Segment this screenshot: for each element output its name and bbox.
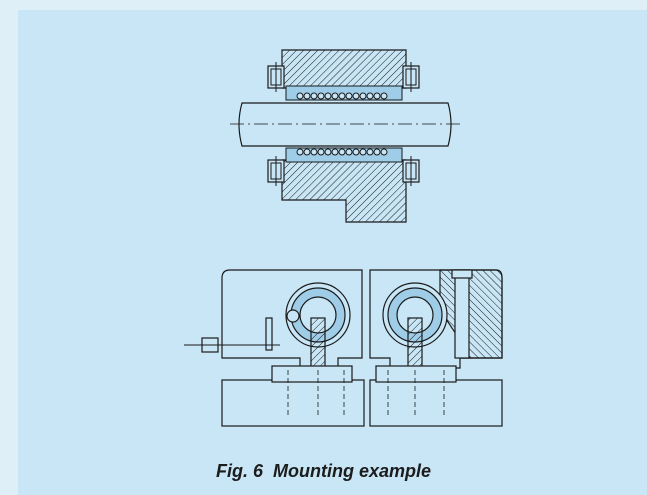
housing-block-right xyxy=(369,269,503,369)
figure-caption: Fig. 6 Mounting example xyxy=(0,461,647,482)
figure-title: Mounting example xyxy=(273,461,432,481)
figure-number: Fig. 6 xyxy=(215,461,263,481)
retaining-screws-upper xyxy=(270,62,417,186)
linear-bearing-lower xyxy=(285,147,403,163)
linear-bearing-upper xyxy=(285,85,403,101)
base-rails xyxy=(221,365,503,427)
shaft xyxy=(230,102,460,147)
housing-section-upper xyxy=(267,49,420,89)
housing-block-left xyxy=(184,269,363,369)
housing-section-lower xyxy=(267,159,420,223)
